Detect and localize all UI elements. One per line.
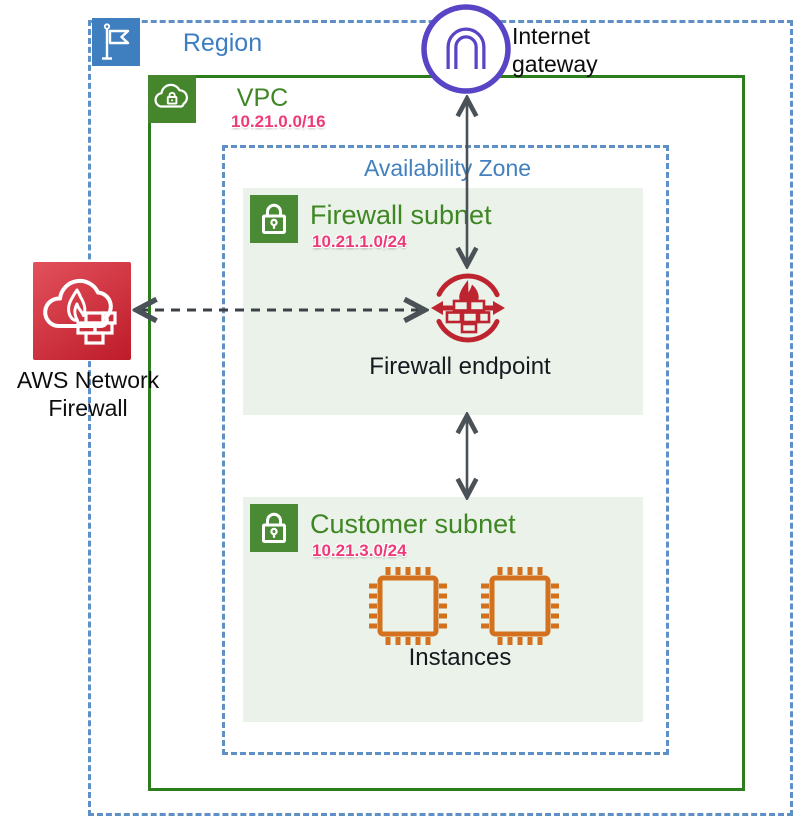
firewall-subnet-cidr-label: 10.21.1.0/24 xyxy=(312,232,407,251)
vpc-icon xyxy=(148,75,196,123)
vpc-label: VPC xyxy=(236,84,289,112)
instance-icon xyxy=(369,567,447,645)
firewall-endpoint-icon xyxy=(431,273,505,343)
customer-subnet-cidr-label: 10.21.3.0/24 xyxy=(312,541,407,560)
firewall-subnet-label: Firewall subnet xyxy=(310,200,492,230)
customer-subnet-box xyxy=(243,497,643,722)
aws-network-firewall-icon xyxy=(33,262,131,360)
internet-gateway-label: Internet gateway xyxy=(512,23,598,78)
instances-label: Instances xyxy=(408,644,512,671)
internet-gateway-icon xyxy=(421,4,511,94)
customer-subnet-lock-icon xyxy=(250,504,298,552)
firewall-subnet-lock-icon xyxy=(250,195,298,243)
availability-zone-label: Availability Zone xyxy=(363,155,532,181)
customer-subnet-label: Customer subnet xyxy=(310,509,516,539)
region-flag-icon xyxy=(92,18,140,66)
vpc-cidr-label: 10.21.0.0/16 xyxy=(231,112,326,131)
region-label: Region xyxy=(182,29,263,57)
network-firewall-label: AWS Network Firewall xyxy=(16,367,160,422)
availability-zone-container xyxy=(222,145,669,755)
instance-icon xyxy=(481,567,559,645)
firewall-endpoint-label: Firewall endpoint xyxy=(369,353,551,380)
